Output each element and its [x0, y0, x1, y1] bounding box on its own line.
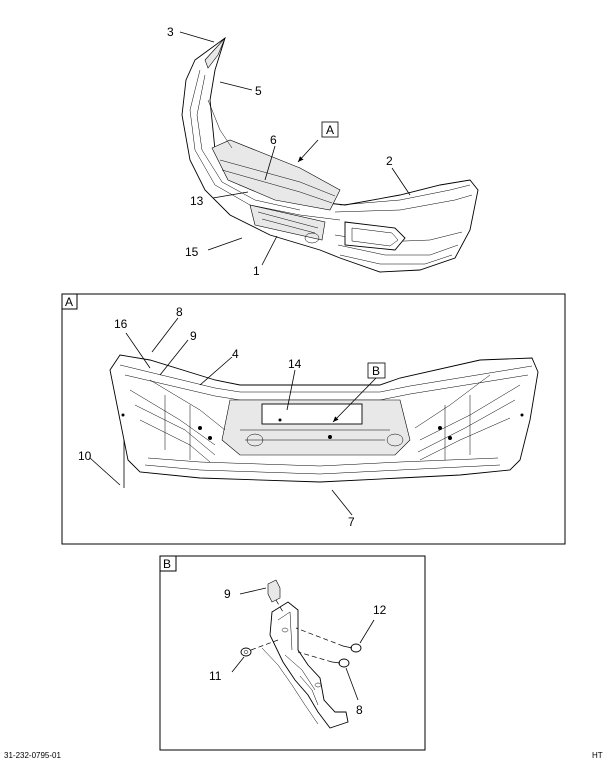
view-a-label: A: [326, 123, 334, 137]
detail-a-label: A: [65, 295, 73, 309]
overview-leaders: [179, 31, 411, 266]
footer-code: HT: [592, 751, 603, 760]
callout-4: 4: [232, 347, 239, 361]
bumper-reinforcement: [109, 354, 539, 488]
callout-8-a: 8: [176, 305, 183, 319]
callout-13: 13: [190, 194, 204, 208]
callout-14: 14: [288, 357, 302, 371]
callout-7: 7: [348, 515, 355, 529]
callout-6: 6: [270, 133, 277, 147]
view-b-label: B: [372, 364, 380, 378]
callout-9-a: 9: [190, 329, 197, 343]
callout-8-b: 8: [356, 703, 363, 717]
figure-id: 31-232-0795-01: [4, 751, 61, 760]
detail-a-frame: [61, 293, 566, 545]
callout-2: 2: [386, 154, 393, 168]
detail-b-label: B: [163, 557, 171, 571]
mounting-bracket: [240, 579, 362, 729]
view-a-flag: [321, 121, 339, 138]
callout-9-b: 9: [224, 587, 231, 601]
detail-b-leaders: [231, 587, 375, 701]
callout-12: 12: [373, 603, 387, 617]
callout-15: 15: [185, 245, 199, 259]
detail-b-tag: [159, 555, 177, 572]
callout-3: 3: [167, 25, 174, 39]
detail-a-leaders: [89, 317, 386, 516]
view-b-flag: [367, 362, 386, 379]
detail-a-tag: [61, 293, 78, 310]
callout-16: 16: [114, 317, 128, 331]
callout-5: 5: [255, 84, 262, 98]
bumper-overview: [181, 36, 479, 273]
detail-b-frame: [159, 555, 426, 751]
callout-1: 1: [253, 264, 260, 278]
callout-10: 10: [78, 449, 92, 463]
callout-11: 11: [209, 669, 222, 683]
